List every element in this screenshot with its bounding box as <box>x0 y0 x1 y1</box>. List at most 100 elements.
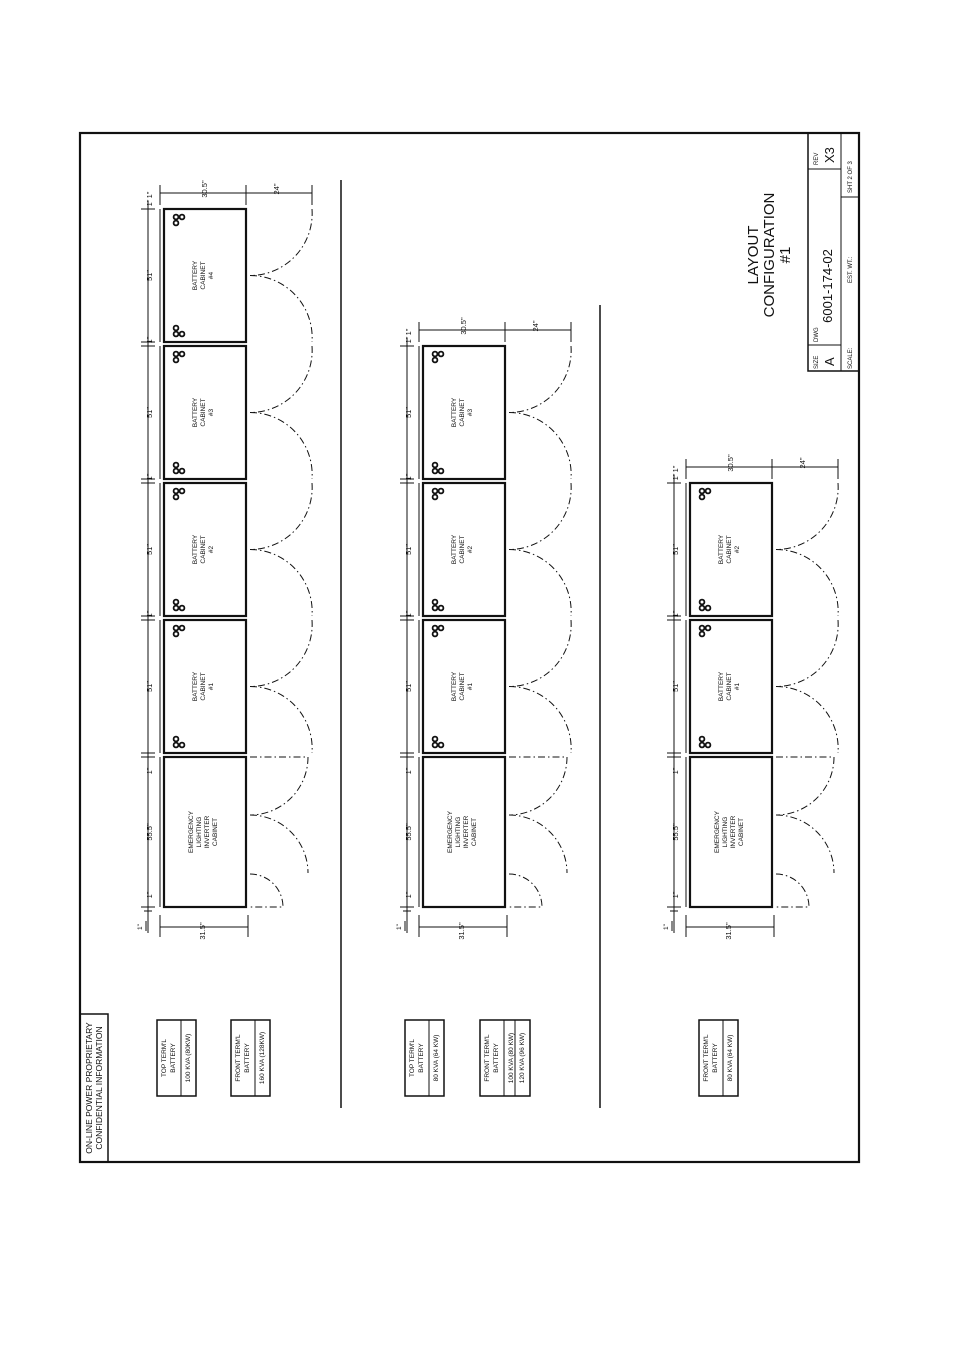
inverter-label-line2: LIGHTING <box>722 817 729 848</box>
battery-number: #3 <box>208 409 215 417</box>
size-value: A <box>822 357 837 366</box>
terminal-icon <box>431 624 439 632</box>
cabinet-width-dim: 51" <box>404 544 413 555</box>
battery-label-line2: CABINET <box>459 672 466 700</box>
terminal-icon <box>172 219 180 227</box>
inverter-label-line3: INVERTER <box>204 815 211 848</box>
depth-dimension: 30.5"24"1" <box>145 180 313 205</box>
gap-dim: 1" <box>145 610 154 617</box>
battery-label-line1: BATTERY <box>451 671 458 701</box>
terminal-icon <box>431 461 439 469</box>
edge-gap-dim: 1" <box>137 923 144 930</box>
battery-number: #2 <box>208 546 215 554</box>
battery-label-line1: BATTERY <box>718 671 725 701</box>
battery-label-line2: CABINET <box>200 398 207 426</box>
inverter-label-line2: LIGHTING <box>455 817 462 848</box>
table-header-line1: FRONT TERM'L <box>703 1034 710 1082</box>
gap-dim: 1" <box>671 891 680 898</box>
gap-dim: 1" <box>671 610 680 617</box>
gap-dim: 1" <box>145 191 154 198</box>
terminal-icon <box>172 461 180 469</box>
terminal-icon <box>172 741 180 749</box>
battery-label-line2: CABINET <box>459 535 466 563</box>
layout-title: LAYOUT CONFIGURATION #1 <box>745 193 794 318</box>
table-header-line1: TOP TERM'L <box>161 1039 168 1077</box>
title-line-3: #1 <box>777 247 794 264</box>
terminal-icon <box>698 630 706 638</box>
terminal-icon <box>698 741 706 749</box>
cabinet-width-dim: 51" <box>145 544 154 555</box>
door-swing-dim: 24" <box>531 320 540 331</box>
rev-label: REV <box>814 153 820 165</box>
gap-dim: 1" <box>671 465 680 472</box>
table-row: 80 KVA (64 KW) <box>433 1035 440 1082</box>
terminal-icon <box>431 598 439 606</box>
gap-dim: 1" <box>145 891 154 898</box>
terminal-icon <box>172 356 180 364</box>
table-row: 120 KVA (96 KW) <box>519 1033 526 1083</box>
cabinet-width-dim: 51" <box>671 681 680 692</box>
sheet-label: SHT 2 OF 3 <box>848 160 854 193</box>
terminal-icon <box>172 604 180 612</box>
terminal-icon <box>698 735 706 743</box>
inverter-label-line1: EMERGENCY <box>188 810 195 853</box>
battery-label-line1: BATTERY <box>192 534 199 564</box>
inverter-label-line4: CABINET <box>212 818 219 846</box>
edge-gap-dim: 1" <box>396 923 403 930</box>
table-row: 160 KVA (128KW) <box>259 1032 266 1084</box>
terminal-icon <box>431 356 439 364</box>
table-row: 100 KVA (80KW) <box>185 1034 192 1083</box>
confidential-line-2: CONFIDENTIAL INFORMATION <box>94 1026 104 1149</box>
door-swing-dim: 24" <box>798 457 807 468</box>
cabinet-width-dim: 51" <box>404 407 413 418</box>
terminal-icon <box>172 598 180 606</box>
table-header-line2: BATTERY <box>712 1043 719 1073</box>
battery-number: #2 <box>734 546 741 554</box>
terminal-icon <box>172 735 180 743</box>
inverter-label-line4: CABINET <box>471 818 478 846</box>
inverter-label-line3: INVERTER <box>730 815 737 848</box>
confidential-stamp: ON-LINE POWER PROPRIETARY CONFIDENTIAL I… <box>80 1013 109 1162</box>
battery-label-line1: BATTERY <box>451 534 458 564</box>
terminal-icon <box>172 624 180 632</box>
table-header-line1: TOP TERM'L <box>409 1039 416 1077</box>
inverter-label-line4: CABINET <box>738 818 745 846</box>
battery-label-line2: CABINET <box>200 535 207 563</box>
dwg-number: 6001-174-02 <box>820 249 835 323</box>
battery-number: #2 <box>467 546 474 554</box>
table-row: 100 KVA (80 KW) <box>508 1033 515 1083</box>
inverter-label-line2: LIGHTING <box>196 817 203 848</box>
battery-label-line1: BATTERY <box>192 397 199 427</box>
battery-label-line2: CABINET <box>459 398 466 426</box>
est-wt-label: EST. WT.: <box>848 256 854 283</box>
confidential-line-1: ON-LINE POWER PROPRIETARY <box>84 1022 94 1154</box>
battery-label-line2: CABINET <box>726 672 733 700</box>
gap-dim: 1" <box>404 767 413 774</box>
terminal-icon <box>431 735 439 743</box>
depth-dim: 30.5" <box>200 180 209 198</box>
terminal-icon <box>431 487 439 495</box>
battery-number: #1 <box>208 683 215 691</box>
inverter-width-dim: 55.5" <box>404 823 413 841</box>
terminal-icon <box>431 630 439 638</box>
inverter-label-line3: INVERTER <box>463 815 470 848</box>
inverter-label-line1: EMERGENCY <box>447 810 454 853</box>
edge-gap-dim: 1" <box>663 923 670 930</box>
size-label: SIZE <box>814 356 820 369</box>
terminal-icon <box>172 330 180 338</box>
